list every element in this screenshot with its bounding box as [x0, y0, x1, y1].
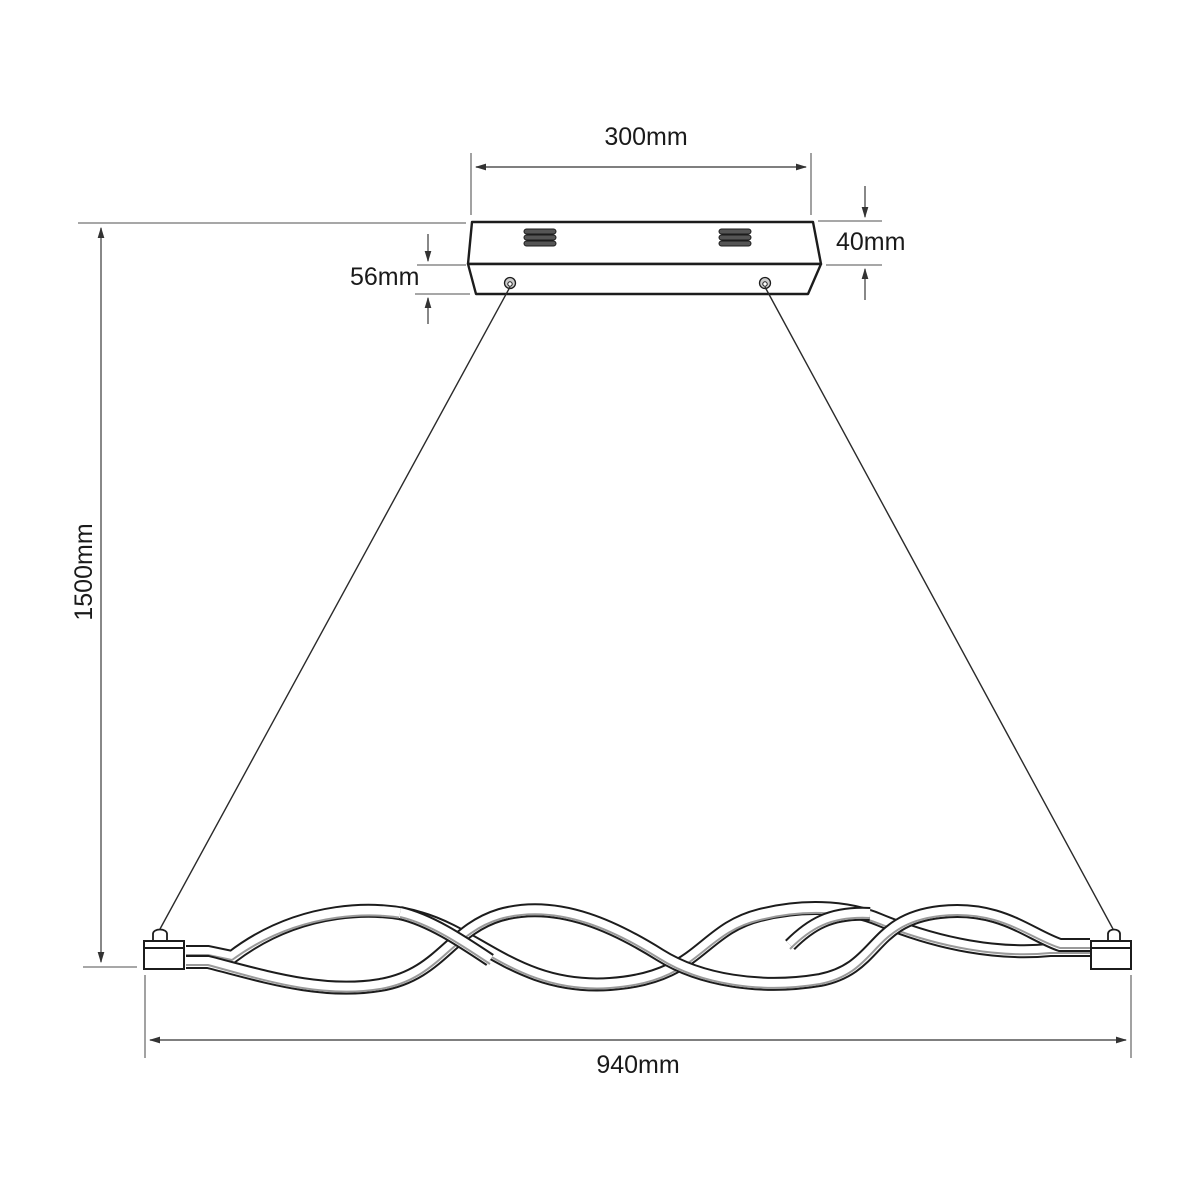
- wire-grip-icon: [503, 276, 517, 290]
- length-940-dimension: 940mm: [144, 975, 1132, 1079]
- canopy-width-label: 300mm: [604, 123, 687, 151]
- drop-1500-dimension: 1500mm: [70, 222, 466, 968]
- wire-grip-icon: [758, 276, 772, 290]
- width-300-dimension: 300mm: [470, 123, 812, 215]
- total-drop-label: 1500mm: [70, 523, 98, 620]
- height-40-dimension: 40mm: [818, 186, 905, 300]
- end-cap-right: [1090, 928, 1132, 970]
- twisted-wave-light-body: [186, 901, 1090, 995]
- suspension-wires: [159, 286, 1114, 930]
- canopy-height-label: 40mm: [836, 228, 905, 256]
- ceiling-canopy: [466, 220, 823, 296]
- canopy-offset-label: 56mm: [350, 263, 419, 291]
- offset-56-dimension: 56mm: [350, 234, 470, 324]
- vent-icon: [523, 228, 557, 247]
- fixture-length-label: 940mm: [596, 1051, 679, 1079]
- vent-icon: [718, 228, 752, 247]
- end-cap-left: [143, 928, 185, 970]
